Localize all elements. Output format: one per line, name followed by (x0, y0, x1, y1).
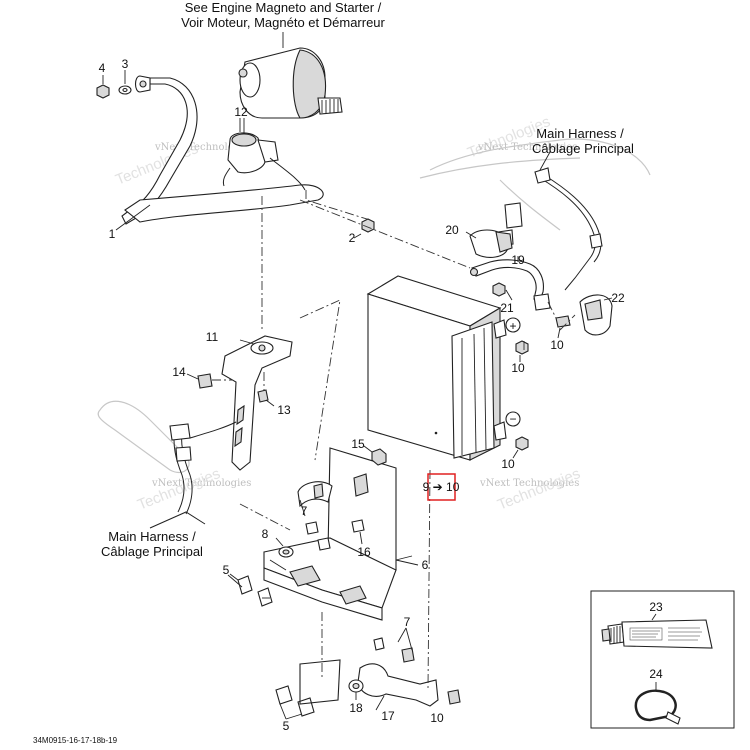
callout-19: 19 (511, 253, 525, 267)
grommets-5-lower (275, 659, 341, 717)
harness-left-fr: Câblage Principal (101, 544, 203, 559)
callout-5-upper: 5 (223, 563, 230, 577)
watermark-top-right: vNext Technologies (477, 142, 577, 153)
title-engine-en: See Engine Magneto and Starter / (185, 0, 382, 15)
title-engine-fr: Voir Moteur, Magnéto et Démarreur (181, 15, 385, 30)
main-harness-left (149, 421, 237, 529)
callout-10-bottom: 10 (430, 711, 444, 725)
callout-22: 22 (611, 291, 625, 305)
callout-24: 24 (649, 667, 663, 681)
battery (366, 275, 507, 461)
harness-left-en: Main Harness / (108, 529, 196, 544)
callout-10-right: 10 (550, 338, 564, 352)
harness-right-fr: Câblage Principal (532, 141, 634, 156)
callout-4: 4 (99, 61, 106, 75)
callout-14: 14 (172, 365, 186, 379)
callout-13: 13 (277, 403, 291, 417)
callout-5-lower: 5 (283, 719, 290, 733)
harness-right-en: Main Harness / (536, 126, 624, 141)
callout-11: 11 (206, 330, 219, 344)
battery-tray-6 (263, 447, 419, 621)
callout-10-negative: 10 (501, 457, 515, 471)
callout-8: 8 (262, 527, 269, 541)
cable-tie-24 (634, 689, 681, 725)
inset-box: 23 24 (590, 590, 735, 729)
nut-10-negative (512, 436, 529, 459)
callout-15: 15 (351, 437, 365, 451)
highlight-callout: 9 ➔ 10 (423, 480, 460, 494)
callout-2: 2 (349, 231, 356, 245)
footer-code: 34M0915-16-17-18b-19 (33, 736, 118, 745)
callout-numbers: 1 2 3 4 5 5 6 7 7 8 10 10 10 10 11 12 13… (99, 57, 625, 733)
callout-6: 6 (422, 558, 429, 572)
callout-16: 16 (357, 545, 371, 559)
callout-17: 17 (381, 709, 395, 723)
callout-23: 23 (649, 600, 663, 614)
callout-10-positive: 10 (511, 361, 525, 375)
cable-19 (469, 256, 551, 311)
washer-3 (118, 70, 132, 95)
main-harness-right (497, 151, 603, 291)
nut-10-positive (515, 340, 529, 362)
nut-21 (492, 282, 513, 301)
boot-20 (465, 229, 513, 258)
callout-3: 3 (122, 57, 129, 71)
washer-18 (348, 679, 364, 700)
bolt-13 (257, 389, 275, 407)
fitting-22 (579, 294, 613, 336)
positive-symbol: + (509, 319, 516, 333)
watermark-top-left: vNext Technologies (154, 142, 254, 153)
callout-18: 18 (349, 701, 363, 715)
strap-7-upper (297, 481, 333, 508)
negative-symbol: − (509, 412, 516, 426)
watermark-mid-right: vNext Technologies (479, 478, 579, 489)
sealant-tube-23 (601, 619, 713, 649)
callout-12: 12 (234, 105, 248, 119)
assembly-lines (212, 190, 576, 689)
positive-terminal: + (505, 317, 521, 333)
watermark-big-mid-right: Technologies (495, 465, 583, 514)
callout-20: 20 (445, 223, 459, 237)
leader-lines (115, 118, 413, 720)
highlight-box (427, 473, 456, 501)
grommets-5-upper (229, 573, 273, 607)
starter-cable (121, 75, 324, 225)
bracket-17 (357, 637, 461, 711)
callout-1: 1 (109, 227, 116, 241)
callout-7-upper: 7 (301, 504, 308, 518)
nut-4 (96, 75, 110, 99)
bolt-14 (186, 373, 213, 389)
watermark-mid-left: vNext Technologies (151, 478, 251, 489)
negative-terminal: − (505, 411, 521, 427)
washer-8 (275, 537, 294, 558)
bolt-10-right (555, 315, 571, 339)
starter-motor (238, 32, 343, 119)
callout-7-lower: 7 (404, 615, 411, 629)
solenoid-12 (222, 118, 306, 191)
bolt-15 (363, 445, 387, 466)
callout-21: 21 (500, 301, 514, 315)
bolt-16 (305, 519, 365, 551)
bracket-11 (221, 335, 293, 471)
